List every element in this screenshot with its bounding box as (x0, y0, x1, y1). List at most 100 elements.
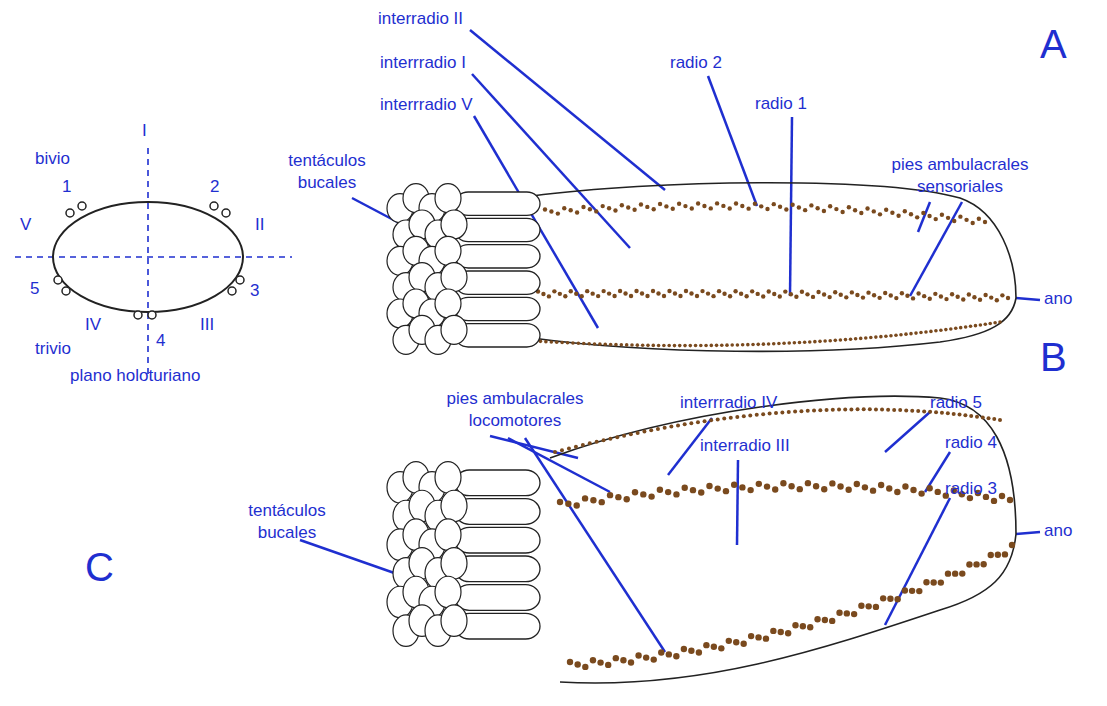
foot-dot (720, 343, 724, 347)
foot-dot (753, 202, 757, 206)
foot-dot (844, 295, 848, 299)
foot-dot (847, 205, 851, 209)
foot-dot (972, 295, 976, 299)
foot-dot (854, 481, 860, 487)
foot-dot (613, 655, 619, 661)
foot-dot (715, 485, 721, 491)
foot-dot (814, 616, 820, 622)
foot-dot (673, 291, 677, 295)
foot-dot (641, 343, 645, 347)
foot-dot (761, 412, 765, 416)
foot-dot (821, 486, 827, 492)
foot-dot (703, 419, 707, 423)
foot-dot (658, 649, 664, 655)
foot-dot (862, 484, 868, 490)
foot-dot (716, 417, 720, 421)
foot-dot (620, 657, 626, 663)
foot-dot (602, 438, 606, 442)
foot-dot (558, 292, 562, 296)
foot-dot (772, 486, 778, 492)
foot-dot (690, 206, 694, 210)
foot-dot (550, 340, 554, 344)
foot-dot (954, 327, 958, 331)
foot-dot (964, 218, 968, 222)
foot-dot (590, 657, 596, 663)
foot-dot (664, 204, 668, 208)
foot-dot (886, 408, 890, 412)
part-label: interradio II (378, 8, 463, 30)
foot-dot (964, 325, 968, 329)
foot-dot (748, 633, 754, 639)
foot-dot (987, 416, 991, 420)
part-label: pies ambulacrales sensoriales (880, 154, 1040, 198)
foot-dot (809, 203, 813, 207)
foot-dot (556, 211, 560, 215)
foot-dot (868, 407, 872, 411)
foot-dot (999, 493, 1005, 499)
foot-dot (880, 408, 884, 412)
foot-dot (571, 341, 575, 345)
part-label: radio 5 (930, 392, 982, 414)
foot-dot (778, 205, 782, 209)
foot-dot (648, 493, 654, 499)
foot-dot (643, 654, 649, 660)
foot-dot (822, 292, 826, 296)
foot-dot (581, 443, 585, 447)
foot-dot (918, 490, 924, 496)
foot-dot (629, 432, 633, 436)
part-label: 1 (62, 176, 71, 198)
foot-dot (778, 294, 782, 298)
foot-dot (995, 298, 999, 302)
foot-dot (850, 290, 854, 294)
foot-dot (662, 294, 666, 298)
foot-dot (1007, 497, 1013, 503)
foot-dot (859, 337, 863, 341)
part-label: tentáculos bucales (272, 150, 382, 194)
foot-dot (614, 343, 618, 347)
foot-dot (975, 415, 979, 419)
foot-dot (902, 483, 908, 489)
foot-dot (945, 570, 951, 576)
foot-dot (879, 335, 883, 339)
foot-dot (632, 208, 636, 212)
foot-dot (789, 292, 793, 296)
foot-dot (988, 322, 992, 326)
foot-dot (859, 211, 863, 215)
foot-dot (934, 217, 938, 221)
foot-dot (677, 201, 681, 205)
part-label: V (20, 214, 31, 236)
foot-dot (894, 489, 900, 495)
foot-dot (729, 416, 733, 420)
foot-dot (704, 344, 708, 348)
foot-dot (815, 206, 819, 210)
foot-dot (926, 485, 932, 491)
foot-dot (874, 407, 878, 411)
foot-dot (983, 293, 987, 297)
foot-dot (905, 294, 909, 298)
foot-dot (989, 295, 993, 299)
foot-dot (977, 217, 981, 221)
foot-dot (755, 292, 759, 296)
foot-dot (878, 482, 884, 488)
foot-dot (834, 207, 838, 211)
foot-dot (560, 341, 564, 345)
foot-dot (607, 291, 611, 295)
foot-dot (567, 659, 573, 665)
foot-dot (741, 343, 745, 347)
foot-dot (598, 342, 602, 346)
foot-dot (669, 425, 673, 429)
foot-dot (596, 294, 600, 298)
part-label: radio 4 (945, 432, 997, 454)
foot-dot (856, 407, 860, 411)
foot-dot (902, 587, 908, 593)
foot-dot (896, 214, 900, 218)
foot-dot (764, 483, 770, 489)
foot-dot (1006, 296, 1010, 300)
foot-dot (1009, 542, 1015, 548)
foot-dot (636, 431, 640, 435)
foot-dot (678, 294, 682, 298)
foot-dot (718, 645, 724, 651)
foot-dot (851, 611, 857, 617)
foot-dot (645, 294, 649, 298)
